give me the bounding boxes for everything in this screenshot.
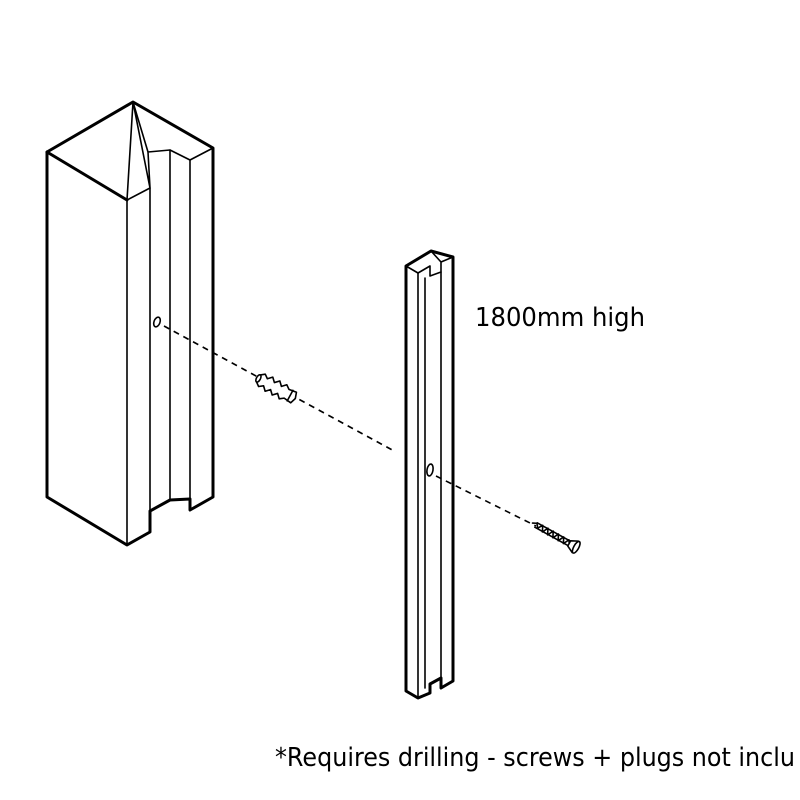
slotted-post <box>45 100 215 547</box>
wall-plug-rim <box>286 389 294 402</box>
height-label: 1800mm high <box>475 303 645 333</box>
post-top-left-edge <box>45 150 129 202</box>
wall-plug-tip <box>255 374 262 383</box>
screw <box>531 522 581 554</box>
post-top-ridge <box>126 101 134 201</box>
post-outline <box>45 100 215 547</box>
channel-drill-hole <box>426 463 434 477</box>
wall-plug <box>255 373 298 404</box>
screw-head <box>571 540 581 554</box>
footnote-label: *Requires drilling - screws + plugs not … <box>275 743 795 773</box>
u-channel <box>404 249 455 700</box>
dashed-guide-line-screw <box>435 475 537 527</box>
wall-plug-body <box>255 373 298 404</box>
post-drill-hole <box>152 316 162 328</box>
channel-top-profile <box>405 250 454 277</box>
screw-thread <box>531 522 571 545</box>
screw-shank <box>533 522 572 547</box>
